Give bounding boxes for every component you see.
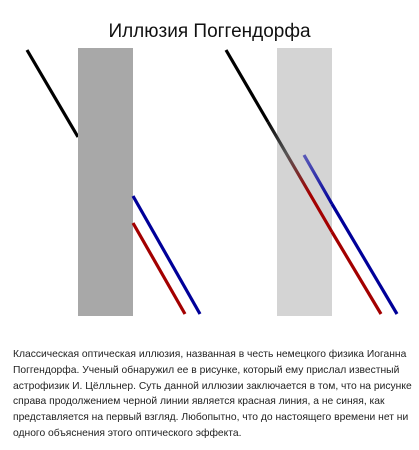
left-figure [25,48,202,316]
right-red-line [330,231,383,315]
right-figure [224,48,399,316]
right-black-line [224,49,270,123]
poggendorff-illustration [25,48,399,316]
left-blue-line [131,195,202,315]
left-red-line [131,222,187,315]
page-title: Иллюзия Поггендорфа [108,20,311,42]
right-black-to-red-line [266,121,334,233]
left-gray-bar [78,48,133,316]
right-blue-line [330,203,399,315]
left-black-line [25,49,80,138]
right-blue-line-inside [302,154,334,205]
description-text: Классическая оптическая иллюзия, названн… [13,349,412,439]
